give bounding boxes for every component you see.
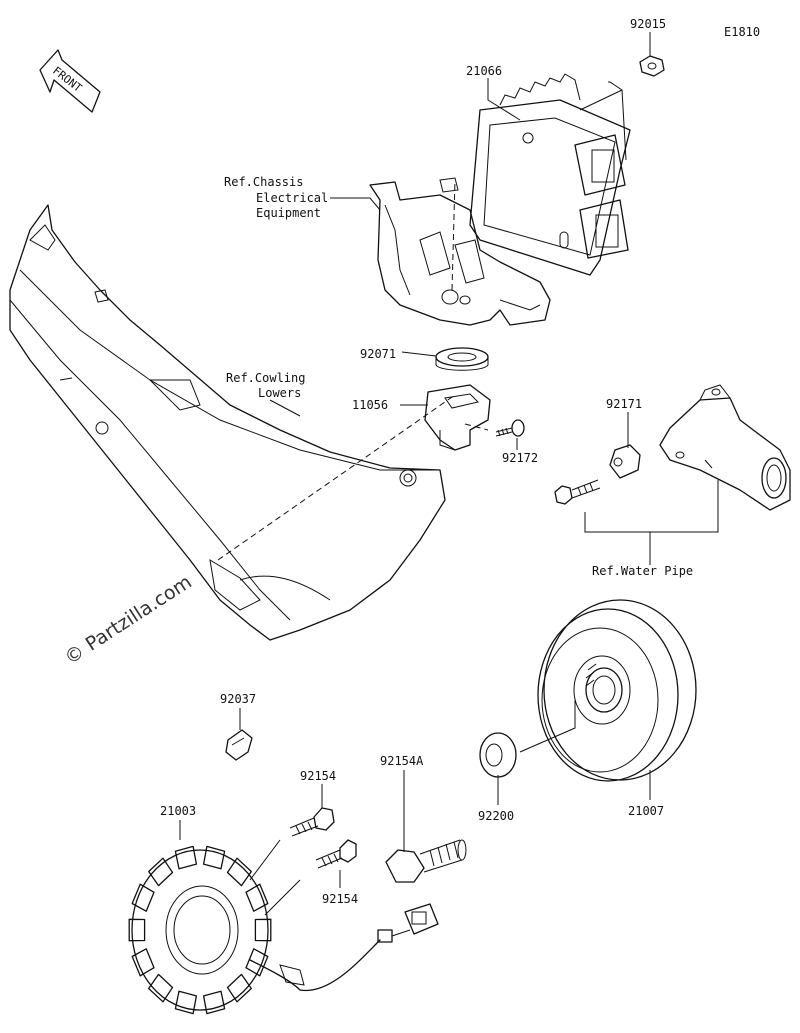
clip-part xyxy=(225,729,253,761)
callout-92154A: 92154A xyxy=(380,754,424,768)
rotor-bolt-part xyxy=(385,839,467,883)
diagram-code: E1810 xyxy=(724,25,760,39)
stator-tooth xyxy=(174,845,198,870)
stator-screw-bottom-part xyxy=(315,839,357,869)
callout-92015: 92015 xyxy=(630,17,666,31)
stator-tooth xyxy=(148,973,174,1003)
stator-tooth xyxy=(226,973,252,1003)
reference-lines xyxy=(217,179,489,561)
stator-tooth xyxy=(148,857,174,887)
callout-ref-cowling-line2: Lowers xyxy=(258,386,301,400)
stator-tooth xyxy=(254,918,272,942)
callout-92172: 92172 xyxy=(502,451,538,465)
callout-92071: 92071 xyxy=(360,347,396,361)
callout-ref-cowling-line1: Ref.Cowling xyxy=(226,371,305,385)
stator-screw-top-part xyxy=(289,807,335,837)
clamp-part xyxy=(609,444,641,479)
callout-ref-chassis-line1: Ref.Chassis xyxy=(224,175,303,189)
callout-ref-chassis-line2: Electrical xyxy=(256,191,328,205)
grommet-part xyxy=(435,347,489,371)
rotor-part xyxy=(537,599,697,782)
mount-bracket-part xyxy=(424,384,491,451)
callout-ref-water-pipe: Ref.Water Pipe xyxy=(592,564,693,578)
stator-part xyxy=(128,845,439,1015)
front-label: FRONT xyxy=(50,64,84,95)
screw-part xyxy=(495,419,525,437)
water-pipe-part xyxy=(659,384,791,511)
stator-tooth xyxy=(245,948,269,977)
callout-21007: 21007 xyxy=(628,804,664,818)
stator-tooth xyxy=(131,883,155,912)
stator-tooth xyxy=(202,990,226,1015)
stator-tooth xyxy=(174,990,198,1015)
callout-92200: 92200 xyxy=(478,809,514,823)
callout-92154-bottom: 92154 xyxy=(322,892,358,906)
callout-21003: 21003 xyxy=(160,804,196,818)
stator-tooth xyxy=(128,918,146,942)
electrical-bracket-part xyxy=(369,177,551,326)
stator-tooth xyxy=(131,948,155,977)
nut-part xyxy=(639,55,665,77)
callout-21066: 21066 xyxy=(466,64,502,78)
stator-tooth xyxy=(245,883,269,912)
watermark-text: © Partzilla.com xyxy=(61,571,196,669)
callout-92171: 92171 xyxy=(606,397,642,411)
stator-tooth xyxy=(226,857,252,887)
callout-92154-top: 92154 xyxy=(300,769,336,783)
regulator-rectifier-part xyxy=(469,73,631,276)
callout-92037: 92037 xyxy=(220,692,256,706)
washer-part xyxy=(479,732,517,778)
callout-ref-chassis-line3: Equipment xyxy=(256,206,321,220)
cowling-lower-part xyxy=(9,204,446,641)
leader-lines xyxy=(179,32,719,916)
front-arrow-icon: FRONT xyxy=(39,49,101,113)
callout-11056: 11056 xyxy=(352,398,388,412)
bolt-part xyxy=(554,479,601,505)
stator-tooth xyxy=(202,845,226,870)
